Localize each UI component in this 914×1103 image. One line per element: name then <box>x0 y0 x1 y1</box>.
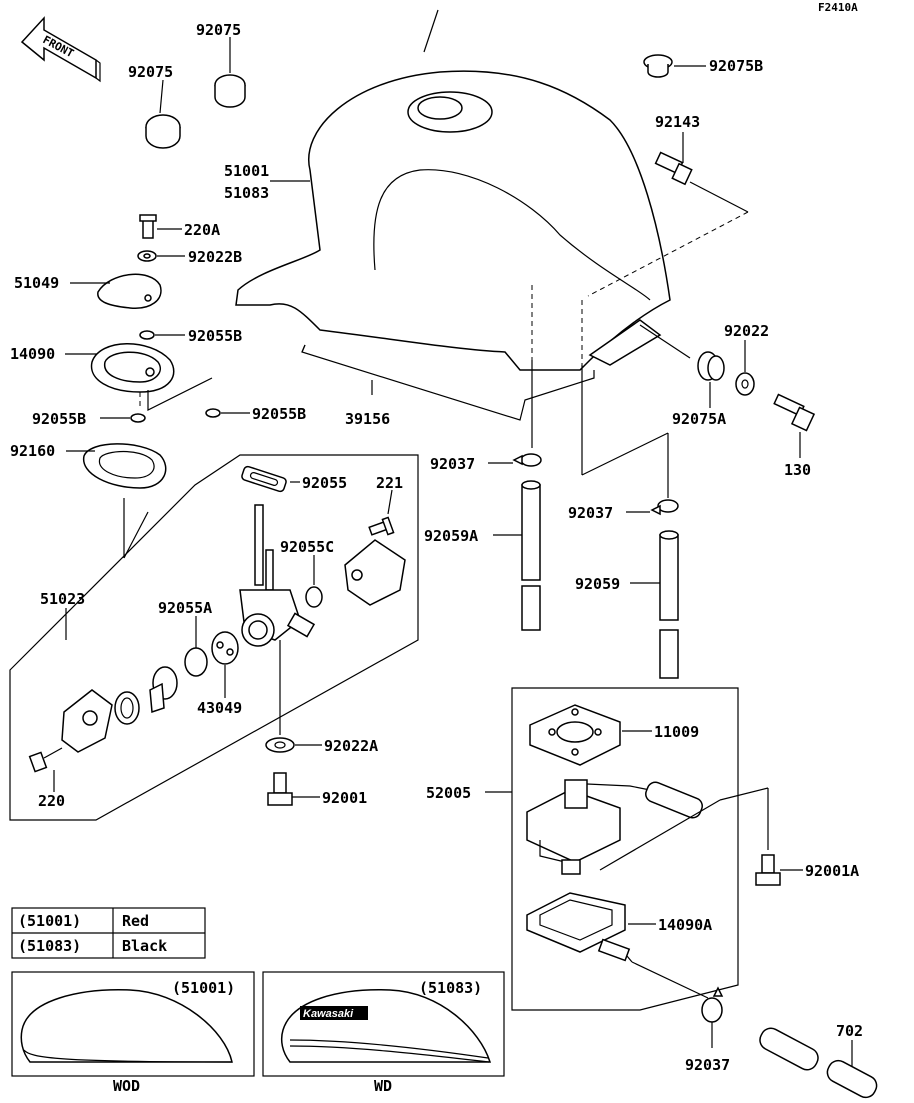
cap-cover-51049 <box>97 273 162 309</box>
callout-220A: 220A <box>184 221 220 239</box>
callout-51083: 51083 <box>224 184 269 202</box>
callout-92075-lower: 92075 <box>128 63 173 81</box>
callout-92055B-upper: 92055B <box>188 327 242 345</box>
lever <box>149 666 178 714</box>
callout-92001A: 92001A <box>805 862 859 880</box>
oring-92055A <box>184 647 208 677</box>
callout-92001: 92001 <box>322 789 367 807</box>
callout-14090A: 14090A <box>658 916 712 934</box>
callout-702: 702 <box>836 1022 863 1040</box>
damper-92075-lower <box>145 114 181 149</box>
callout-92037-middle: 92037 <box>568 504 613 522</box>
variant-panel-wd: (51083) Kawasaki WD <box>262 971 505 1095</box>
variant-wd-part: (51083) <box>419 979 482 997</box>
callout-92055B-lower: 92055B <box>32 410 86 428</box>
color-table-color-2: Black <box>122 937 167 955</box>
callout-92037-upper: 92037 <box>430 455 475 473</box>
bolt-92001 <box>267 772 293 806</box>
figure-id: F2410A <box>818 1 858 14</box>
gasket-92160 <box>83 443 167 489</box>
callout-92055C: 92055C <box>280 538 334 556</box>
variant-wod-part: (51001) <box>172 979 235 997</box>
bolt-92001A <box>755 854 781 886</box>
fuel-tank <box>235 70 671 421</box>
callout-51001: 51001 <box>224 162 269 180</box>
grommet-92075B <box>643 54 673 78</box>
callout-92143: 92143 <box>655 113 700 131</box>
fuel-cock-body <box>239 504 316 647</box>
damper-92075-upper <box>214 74 246 108</box>
grommet-92075A <box>697 351 725 381</box>
callout-51023: 51023 <box>40 590 85 608</box>
callout-92059A: 92059A <box>424 527 478 545</box>
diaphragm-cover <box>344 539 406 606</box>
clamp-92037-upper <box>512 453 542 467</box>
washer-92022 <box>735 372 755 396</box>
callout-92022B: 92022B <box>188 248 242 266</box>
screw-220 <box>28 747 63 773</box>
screw-221 <box>368 516 395 536</box>
color-table: (51001) Red (51083) Black <box>11 907 206 959</box>
oring-92055B-upper <box>139 330 155 340</box>
callout-39156: 39156 <box>345 410 390 428</box>
callout-130: 130 <box>784 461 811 479</box>
callout-14090: 14090 <box>10 345 55 363</box>
variant-wod-caption: WOD <box>113 1077 140 1095</box>
callout-221: 221 <box>376 474 403 492</box>
bolt-130 <box>773 393 816 432</box>
clamp-92037-middle <box>650 499 679 516</box>
screw-220A <box>139 214 157 239</box>
callout-92055B-side: 92055B <box>252 405 306 423</box>
oring-92055C <box>305 586 323 608</box>
callout-92160: 92160 <box>10 442 55 460</box>
fuel-cock-assembly-frame <box>9 454 419 821</box>
callout-92055A: 92055A <box>158 599 212 617</box>
lever-plate <box>61 689 113 753</box>
bolt-92143 <box>654 151 693 186</box>
washer-92022A <box>265 737 295 753</box>
callout-92022: 92022 <box>724 322 769 340</box>
seal-43049 <box>211 631 239 665</box>
gasket-11009 <box>529 704 621 766</box>
callout-43049: 43049 <box>197 699 242 717</box>
fuel-pump-assembly-frame <box>511 687 739 1011</box>
callout-92075-upper: 92075 <box>196 21 241 39</box>
fuel-pump-unit <box>526 779 703 875</box>
callout-11009: 11009 <box>654 723 699 741</box>
kawasaki-logo-text: Kawasaki <box>303 1008 354 1020</box>
callout-51049: 51049 <box>14 274 59 292</box>
color-table-color-1: Red <box>122 912 149 930</box>
wave-washer <box>114 691 140 725</box>
kawasaki-logo: Kawasaki <box>300 1006 368 1020</box>
oring-92055B-lower <box>130 413 146 423</box>
color-table-part-1: (51001) <box>18 912 81 930</box>
hose-92059 <box>659 530 679 679</box>
gasket-92055 <box>241 465 287 493</box>
callout-92075B: 92075B <box>709 57 763 75</box>
front-arrow-icon: FRONT <box>20 16 101 83</box>
color-table-part-2: (51083) <box>18 937 81 955</box>
callout-92075A: 92075A <box>672 410 726 428</box>
variant-wd-caption: WD <box>374 1077 392 1095</box>
variant-panel-wod: (51001) WOD <box>11 971 255 1095</box>
callout-92022A: 92022A <box>324 737 378 755</box>
callout-220: 220 <box>38 792 65 810</box>
hose-702 <box>759 1027 878 1099</box>
pump-case-14090A <box>526 892 633 963</box>
callout-92059: 92059 <box>575 575 620 593</box>
oring-92055B-side <box>205 408 221 418</box>
cap-base-14090 <box>90 343 175 393</box>
callout-92037-lower: 92037 <box>685 1056 730 1074</box>
callout-92055: 92055 <box>302 474 347 492</box>
washer-92022B <box>137 250 157 262</box>
callout-52005: 52005 <box>426 784 471 802</box>
hose-92059A <box>521 480 541 631</box>
